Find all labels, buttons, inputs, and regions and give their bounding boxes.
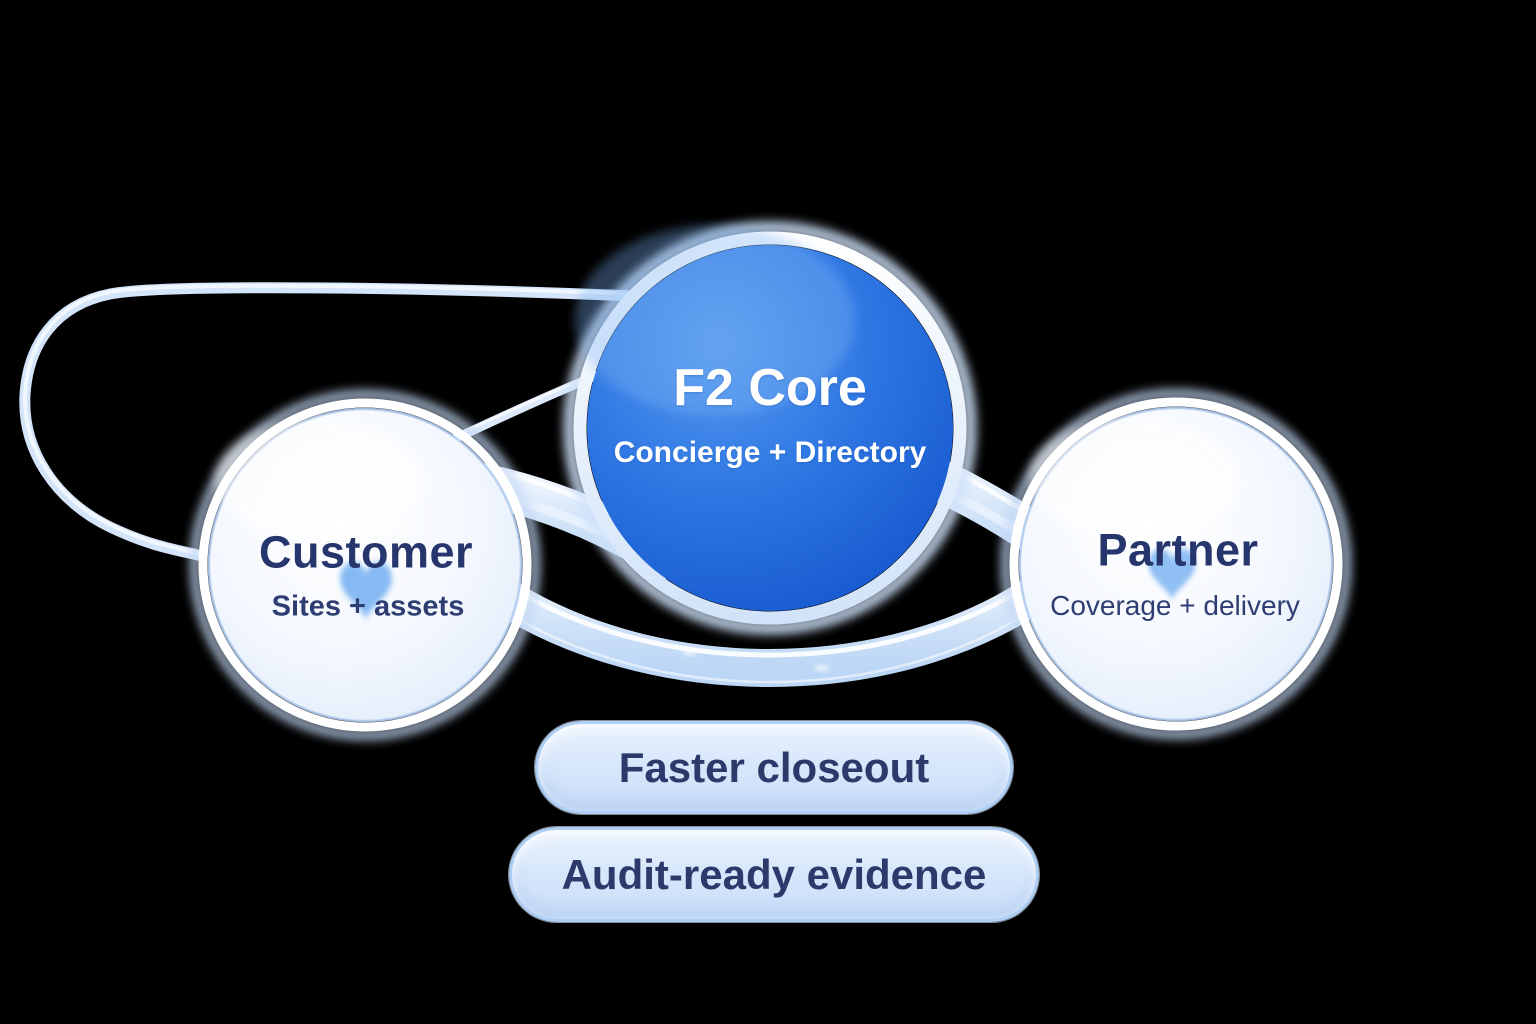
- customer-partner-arc: [458, 557, 1078, 687]
- benefit-badge-label: Audit-ready evidence: [561, 850, 987, 898]
- heart-icon: [1148, 548, 1196, 600]
- core-node-subtitle: Concierge + Directory: [613, 436, 927, 469]
- customer-node-subtitle: Sites + assets: [271, 590, 465, 623]
- core-node-title: F2 Core: [673, 359, 867, 417]
- benefit-badge-label: Faster closeout: [618, 743, 930, 791]
- partner-node-title: Partner: [1097, 524, 1259, 576]
- heart-icon: [340, 561, 392, 620]
- benefit-badge-audit-ready: Audit-ready evidence: [509, 827, 1039, 922]
- benefit-badge-faster-closeout: Faster closeout: [535, 721, 1013, 814]
- customer-node-title: Customer: [258, 526, 474, 578]
- core-node-circle: [563, 221, 977, 635]
- customer-node-circle: [190, 390, 540, 740]
- loop-connector-line: [19, 282, 640, 562]
- partner-node-subtitle: Coverage + delivery: [1050, 590, 1300, 621]
